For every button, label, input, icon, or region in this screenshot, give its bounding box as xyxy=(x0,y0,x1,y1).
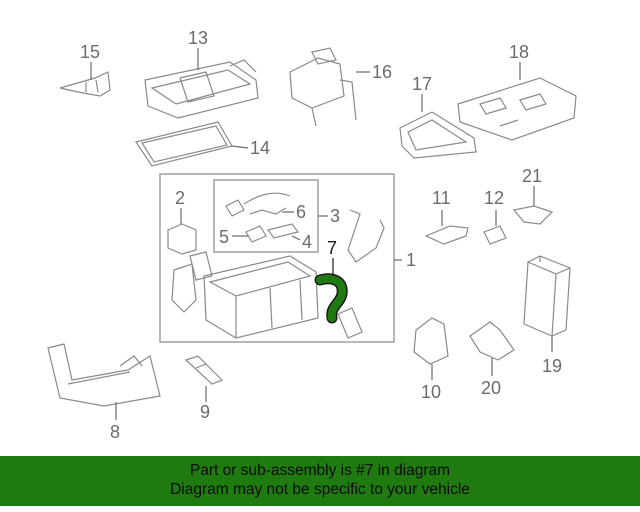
part-5-connector xyxy=(245,225,267,243)
part-21-bracket xyxy=(512,205,554,225)
callout-5: 5 xyxy=(219,227,229,247)
callout-7: 7 xyxy=(327,238,337,258)
part-13-cover xyxy=(144,59,259,119)
part-17-plate xyxy=(399,111,477,159)
callout-9: 9 xyxy=(200,402,210,422)
part-10-bracket xyxy=(413,317,449,365)
part-11-bracket xyxy=(424,225,469,245)
inverter-unit xyxy=(171,251,319,339)
callout-16: 16 xyxy=(372,62,392,82)
callout-14: 14 xyxy=(250,138,270,158)
part-20-bracket xyxy=(469,321,515,361)
callout-12: 12 xyxy=(484,188,504,208)
banner-line-2: Diagram may not be specific to your vehi… xyxy=(170,481,470,498)
callout-1: 1 xyxy=(406,250,416,270)
assembly-1-frame xyxy=(159,173,395,343)
part-2-bracket xyxy=(167,223,197,255)
part-4-relay xyxy=(266,223,300,239)
callout-8: 8 xyxy=(110,422,120,442)
banner-line-1: Part or sub-assembly is #7 in diagram xyxy=(189,462,451,479)
callout-20: 20 xyxy=(481,378,501,398)
callout-11: 11 xyxy=(432,188,451,208)
callout-6: 6 xyxy=(296,202,306,222)
callout-15: 15 xyxy=(80,42,100,62)
part-8-bracket xyxy=(47,343,161,407)
callout-13: 13 xyxy=(188,28,208,48)
callout-10: 10 xyxy=(421,382,441,402)
callout-18: 18 xyxy=(509,42,529,62)
callout-21: 21 xyxy=(522,166,542,186)
harness-cable xyxy=(337,209,385,339)
callout-17: 17 xyxy=(412,74,432,94)
part-18-panel xyxy=(457,77,577,141)
part-12-clip xyxy=(483,225,507,245)
info-banner: Part or sub-assembly is #7 in diagram Di… xyxy=(0,456,640,506)
callout-3: 3 xyxy=(330,206,340,226)
part-6-harness xyxy=(225,192,291,217)
part-14-gasket xyxy=(135,121,233,167)
part-16-reservoir xyxy=(289,47,357,127)
leader-4 xyxy=(291,235,301,241)
callout-2: 2 xyxy=(175,188,185,208)
part-19-module xyxy=(523,255,571,337)
part-9-bracket xyxy=(184,355,224,385)
part-7-hose-highlighted xyxy=(314,273,348,324)
part-15-bracket xyxy=(59,71,111,97)
callout-4: 4 xyxy=(302,232,312,252)
leader-14 xyxy=(231,145,249,149)
callout-19: 19 xyxy=(542,356,562,376)
